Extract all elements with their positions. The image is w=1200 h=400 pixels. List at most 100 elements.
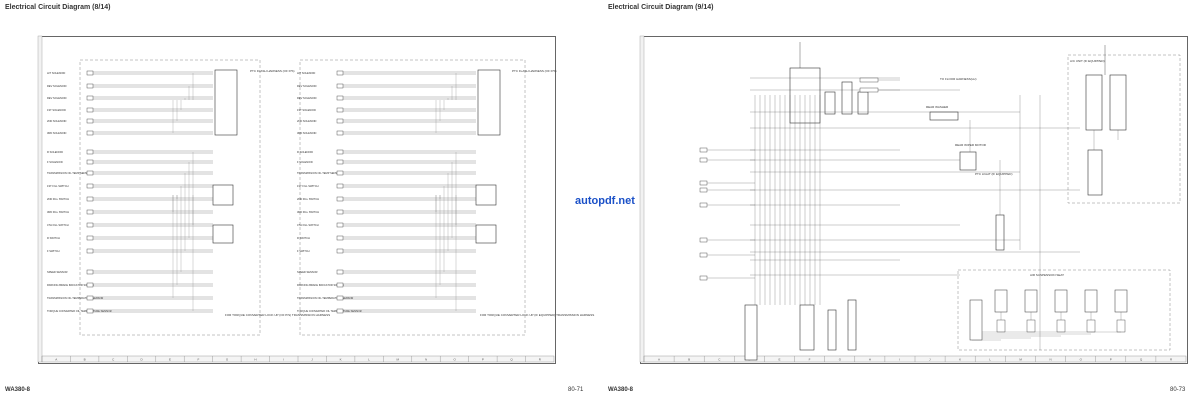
seat-switch-block <box>1054 289 1068 313</box>
component-label: R SWITCH <box>297 236 310 240</box>
tick-label: I <box>283 358 284 362</box>
component-connector <box>86 209 94 215</box>
component-label: R SOLENOID <box>47 150 63 154</box>
component-label: 2ND FILL SWITCH <box>47 197 69 201</box>
right-margin-strip <box>639 35 645 363</box>
seat-switch-connector <box>996 319 1006 333</box>
tick-label: B <box>84 358 86 362</box>
rear-wiper-label: REAR WIPER MOTOR <box>955 143 987 147</box>
component-label: SPEED SENSOR <box>297 270 318 274</box>
connector-tm-a <box>212 184 234 206</box>
tick-label: J <box>929 358 931 362</box>
connector-floor-3 <box>827 309 837 351</box>
tick-label: J <box>311 358 313 362</box>
connector-tm-b <box>212 224 234 244</box>
component-connector <box>86 282 94 288</box>
left-page-number: 80-71 <box>568 387 584 393</box>
component-label: REV SOLENOID <box>47 84 67 88</box>
component-connector <box>86 248 94 254</box>
component-label: 2ND FILL SWITCH <box>297 197 319 201</box>
component-connector <box>86 83 94 89</box>
component-connector <box>336 149 344 155</box>
component-label: R SWITCH <box>47 236 60 240</box>
component-connector <box>86 183 94 189</box>
tick-label: R <box>1170 358 1173 362</box>
component-connector <box>336 282 344 288</box>
component-connector <box>86 170 94 176</box>
tick-label: L <box>989 358 991 362</box>
seat-switch-connector <box>1026 319 1036 333</box>
component-connector <box>336 295 344 301</box>
component-label: 2ND SOLENOID <box>47 119 66 123</box>
connector-relay-1 <box>824 91 836 115</box>
rear-wiper-motor <box>959 151 977 171</box>
tick-label: O <box>1080 358 1083 362</box>
component-connector <box>336 248 344 254</box>
component-connector <box>86 107 94 113</box>
switch-connector <box>699 275 708 281</box>
component-connector <box>336 70 344 76</box>
component-label: REV SOLENOID <box>47 96 67 100</box>
air-suspension-label: AIR SUSPENSION SEAT <box>1030 273 1064 277</box>
tick-label: C <box>112 358 115 362</box>
connector-floor-1 <box>744 304 758 361</box>
component-label: 3RD FILL SWITCH <box>297 210 319 214</box>
component-label: TRANSMISSION OIL TEMPERATURE SENSOR <box>47 296 103 300</box>
component-label: 1ST SOLENOID <box>47 108 66 112</box>
seat-switch-block <box>1084 289 1098 313</box>
component-connector <box>336 269 344 275</box>
component-connector <box>86 235 94 241</box>
component-label: F SWITCH <box>47 249 60 253</box>
component-connector <box>336 95 344 101</box>
connector-tm-c <box>475 184 497 206</box>
component-label: TRANSMISSION OIL TEMPERATURE SENSOR <box>297 296 353 300</box>
connector-floor-2 <box>799 304 815 351</box>
component-label: 3RD FILL SWITCH <box>47 210 69 214</box>
left-margin-strip <box>37 35 43 363</box>
tick-label: Q <box>1140 358 1143 362</box>
tick-label: G <box>226 358 229 362</box>
component-connector <box>86 308 94 314</box>
tick-label: O <box>453 358 456 362</box>
connector-floor-4 <box>847 299 857 351</box>
switch-connector <box>699 180 708 186</box>
connector-tm-d <box>475 224 497 244</box>
tick-label: A <box>55 358 57 362</box>
component-label: 1ST FILL SWITCH <box>297 184 319 188</box>
ptc-harness-label-b: PTC FLASH HARNESS (OF P/S) <box>512 69 557 73</box>
harness-boundary-a <box>79 59 261 336</box>
ptc-light-label: PTC LIGHT (IF EQUIPPED) <box>975 172 1012 176</box>
component-connector <box>336 118 344 124</box>
switch-connector <box>699 187 708 193</box>
component-label: 1ST FILL SWITCH <box>47 184 69 188</box>
ac-connector-2 <box>1109 74 1127 131</box>
seat-main-connector <box>969 299 983 341</box>
left-page-title: Electrical Circuit Diagram (8/14) <box>5 4 111 11</box>
rear-washer-label: REAR WASHER <box>926 105 949 109</box>
switch-connector <box>699 147 708 153</box>
connector-ptc-b <box>477 69 501 136</box>
right-page: Electrical Circuit Diagram (9/14) ABCDEF… <box>600 0 1200 400</box>
component-label: 3RD SOLENOID <box>297 131 316 135</box>
front-harness-label: TO FLOOR HARNESS(LH) <box>940 77 976 81</box>
component-label: PARKING BRAKE INDICATOR SWITCH <box>47 283 94 287</box>
switch-connector <box>699 252 708 258</box>
component-label: TORQUE CONVERTER OIL TEMPERATURE SENSOR <box>297 309 362 313</box>
tick-label: N <box>1050 358 1052 362</box>
component-connector <box>86 70 94 76</box>
air-suspension-boundary <box>957 269 1171 351</box>
component-connector <box>86 222 94 228</box>
component-label: REV SOLENOID <box>297 84 317 88</box>
switch-connector <box>699 157 708 163</box>
seat-switch-block <box>1114 289 1128 313</box>
tick-label: M <box>1019 358 1022 362</box>
seat-switch-connector <box>1056 319 1066 333</box>
ac-connector-3 <box>1087 149 1103 196</box>
component-label: 2ND SOLENOID <box>297 119 316 123</box>
switch-connector <box>699 237 708 243</box>
component-label: F SWITCH <box>297 249 310 253</box>
